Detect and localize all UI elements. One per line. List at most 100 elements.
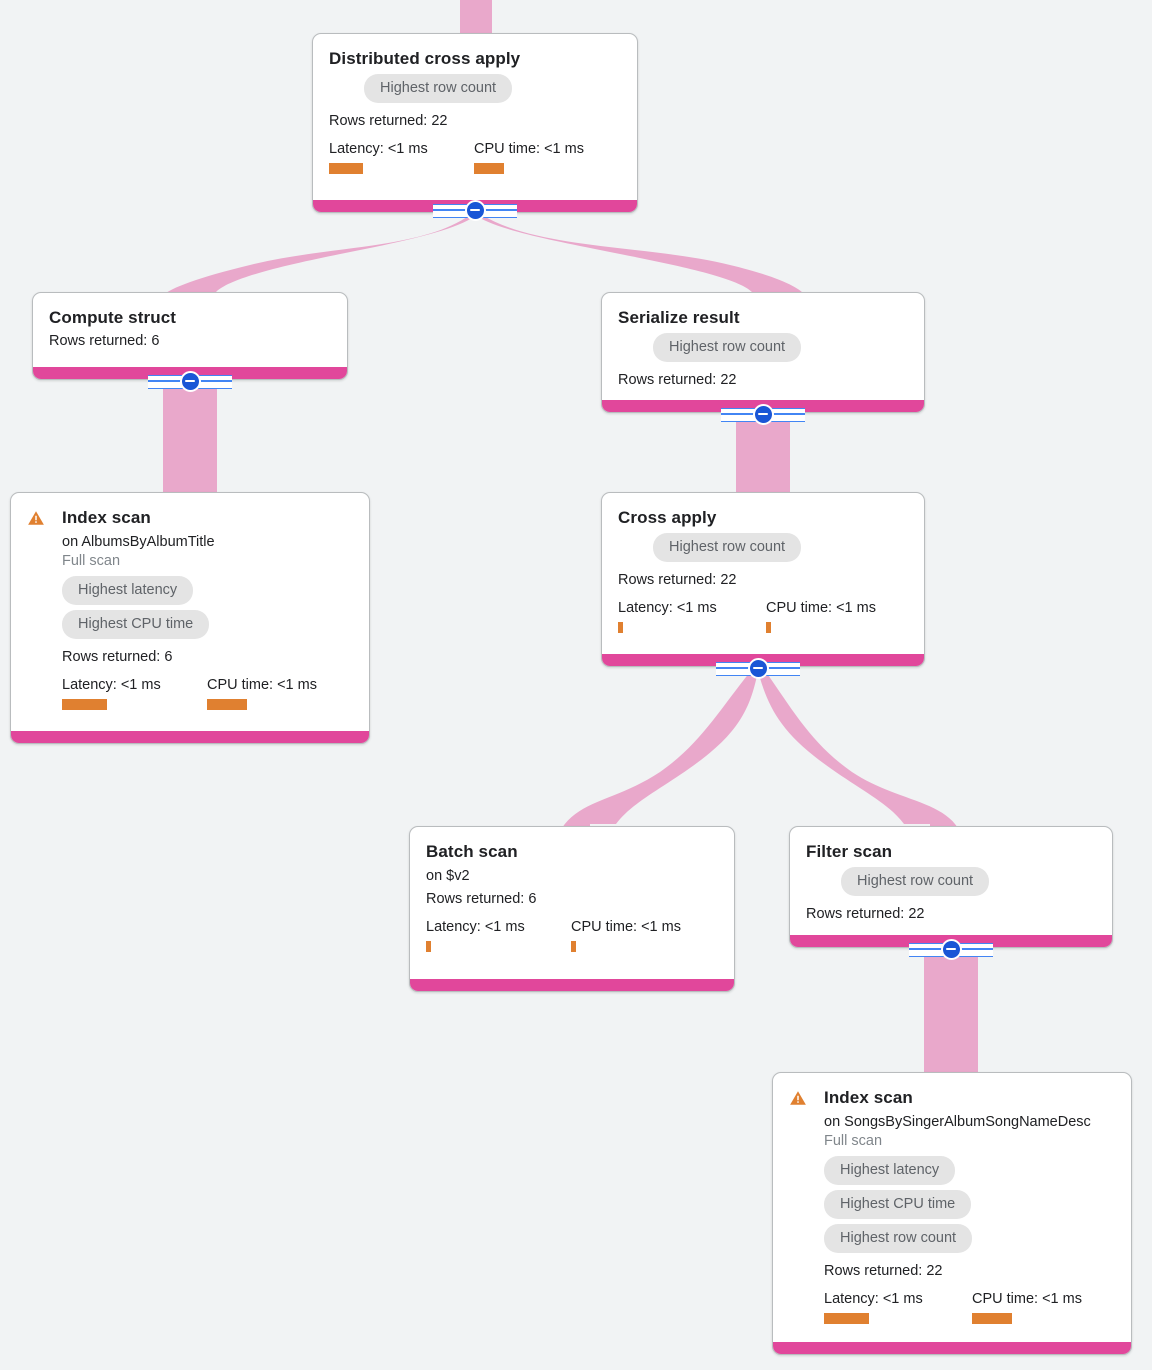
metric-latency-bar	[62, 699, 107, 710]
node-badges: Highest row count	[806, 867, 1096, 901]
node-compute-struct[interactable]: Compute struct Rows returned: 6	[32, 292, 348, 380]
metric-latency-bar	[824, 1313, 869, 1324]
node-index-scan-albums[interactable]: Index scan on AlbumsByAlbumTitle Full sc…	[10, 492, 370, 744]
node-badges: Highest row count	[618, 533, 908, 567]
collapse-button-compute-struct[interactable]	[148, 370, 232, 392]
edge-root-inbound	[460, 0, 492, 34]
node-header: Filter scan	[806, 841, 1096, 862]
node-footer-bar	[410, 979, 734, 991]
collapse-minus-icon[interactable]	[752, 403, 774, 425]
metric-latency-label: Latency: <1 ms	[62, 677, 161, 693]
collapse-minus-icon[interactable]	[179, 370, 201, 392]
node-title: Filter scan	[806, 842, 893, 861]
metric-cpu-time-label: CPU time: <1 ms	[207, 677, 317, 693]
node-scan-note: Full scan	[824, 1133, 883, 1149]
node-header: Distributed cross apply	[329, 48, 621, 69]
metric-latency-label: Latency: <1 ms	[329, 141, 428, 157]
node-title: Compute struct	[49, 308, 177, 327]
badge-highest-row-count: Highest row count	[653, 533, 802, 562]
node-subtitle: on $v2	[426, 868, 470, 884]
metric-cpu-time: CPU time: <1 ms	[972, 1290, 1082, 1324]
node-rows-returned: Rows returned: 22	[329, 113, 448, 129]
node-title: Index scan	[824, 1088, 913, 1107]
metric-latency: Latency: <1 ms	[426, 918, 571, 952]
node-content: Index scan on AlbumsByAlbumTitle Full sc…	[11, 493, 369, 722]
node-content: Compute struct Rows returned: 6	[33, 293, 347, 363]
edge-root-to-compute-struct	[162, 214, 478, 296]
node-title: Cross apply	[618, 508, 717, 527]
node-rows-returned: Rows returned: 6	[62, 649, 173, 665]
metric-latency-label: Latency: <1 ms	[618, 600, 717, 616]
node-subtitle: on SongsBySingerAlbumSongNameDesc	[824, 1114, 1091, 1130]
node-content: Distributed cross apply Highest row coun…	[313, 34, 637, 186]
collapse-button-serialize-result[interactable]	[721, 403, 805, 425]
metric-cpu-time-bar	[207, 699, 247, 710]
metric-cpu-time-label: CPU time: <1 ms	[766, 600, 876, 616]
metric-latency-label: Latency: <1 ms	[426, 919, 525, 935]
node-rows-returned: Rows returned: 6	[426, 891, 537, 907]
warning-icon	[789, 1089, 807, 1107]
node-title: Batch scan	[426, 842, 518, 861]
node-batch-scan[interactable]: Batch scan on $v2 Rows returned: 6 Laten…	[409, 826, 735, 992]
edge-serialize-result-to-cross-apply	[736, 419, 790, 492]
metric-cpu-time: CPU time: <1 ms	[474, 140, 584, 174]
node-scan-note: Full scan	[62, 553, 121, 569]
metric-cpu-time: CPU time: <1 ms	[207, 676, 317, 710]
metric-cpu-time-bar	[972, 1313, 1012, 1324]
node-index-scan-songs[interactable]: Index scan on SongsBySingerAlbumSongName…	[772, 1072, 1132, 1355]
collapse-minus-icon[interactable]	[464, 199, 486, 221]
node-rows-returned: Rows returned: 6	[49, 333, 160, 349]
node-footer-bar	[11, 731, 369, 743]
node-header: Index scan	[789, 1087, 1115, 1108]
node-metrics: Latency: <1 ms CPU time: <1 ms	[329, 140, 621, 174]
node-title: Index scan	[62, 508, 151, 527]
collapse-button-cross-apply[interactable]	[716, 657, 800, 679]
metric-latency-bar	[426, 941, 431, 952]
collapse-button-distributed-cross-apply[interactable]	[433, 199, 517, 221]
metric-cpu-time: CPU time: <1 ms	[766, 599, 876, 633]
badge-highest-row-count: Highest row count	[364, 74, 513, 103]
edge-cross-apply-to-filter-scan	[758, 671, 958, 828]
node-rows-returned: Rows returned: 22	[618, 572, 737, 588]
node-title: Serialize result	[618, 308, 740, 327]
node-rows-returned: Rows returned: 22	[806, 906, 925, 922]
node-filter-scan[interactable]: Filter scan Highest row count Rows retur…	[789, 826, 1113, 948]
metric-latency: Latency: <1 ms	[62, 676, 207, 710]
metric-latency: Latency: <1 ms	[618, 599, 766, 633]
node-badges: Highest latency Highest CPU time Highest…	[789, 1156, 1115, 1258]
node-footer-bar	[773, 1342, 1131, 1354]
node-badges: Highest row count	[329, 74, 621, 108]
metric-cpu-time-bar	[766, 622, 771, 633]
collapse-minus-icon[interactable]	[940, 938, 962, 960]
collapse-minus-icon[interactable]	[747, 657, 769, 679]
badge-highest-row-count: Highest row count	[824, 1224, 973, 1253]
node-metrics: Latency: <1 ms CPU time: <1 ms	[824, 1290, 1115, 1324]
edge-root-to-serialize-result	[474, 214, 806, 296]
metric-cpu-time-label: CPU time: <1 ms	[474, 141, 584, 157]
node-header: Serialize result	[618, 307, 908, 328]
badge-highest-cpu-time: Highest CPU time	[62, 610, 210, 639]
node-metrics: Latency: <1 ms CPU time: <1 ms	[618, 599, 908, 633]
node-badges: Highest latency Highest CPU time	[27, 576, 353, 644]
warning-icon	[27, 509, 45, 527]
node-content: Serialize result Highest row count Rows …	[602, 293, 924, 402]
node-serialize-result[interactable]: Serialize result Highest row count Rows …	[601, 292, 925, 413]
badge-highest-row-count: Highest row count	[653, 333, 802, 362]
node-cross-apply[interactable]: Cross apply Highest row count Rows retur…	[601, 492, 925, 667]
edge-compute-struct-to-index-scan	[163, 386, 217, 492]
node-title: Distributed cross apply	[329, 49, 521, 68]
edge-filter-scan-to-index-scan	[924, 955, 978, 1072]
node-header: Cross apply	[618, 507, 908, 528]
badge-highest-latency: Highest latency	[62, 576, 194, 605]
metric-latency-label: Latency: <1 ms	[824, 1291, 923, 1307]
metric-latency-bar	[618, 622, 623, 633]
metric-cpu-time-bar	[571, 941, 576, 952]
node-subtitle: on AlbumsByAlbumTitle	[62, 534, 215, 550]
collapse-button-filter-scan[interactable]	[909, 938, 993, 960]
badge-highest-latency: Highest latency	[824, 1156, 956, 1185]
node-rows-returned: Rows returned: 22	[618, 372, 737, 388]
node-distributed-cross-apply[interactable]: Distributed cross apply Highest row coun…	[312, 33, 638, 213]
metric-latency: Latency: <1 ms	[824, 1290, 972, 1324]
metric-cpu-time-label: CPU time: <1 ms	[972, 1291, 1082, 1307]
